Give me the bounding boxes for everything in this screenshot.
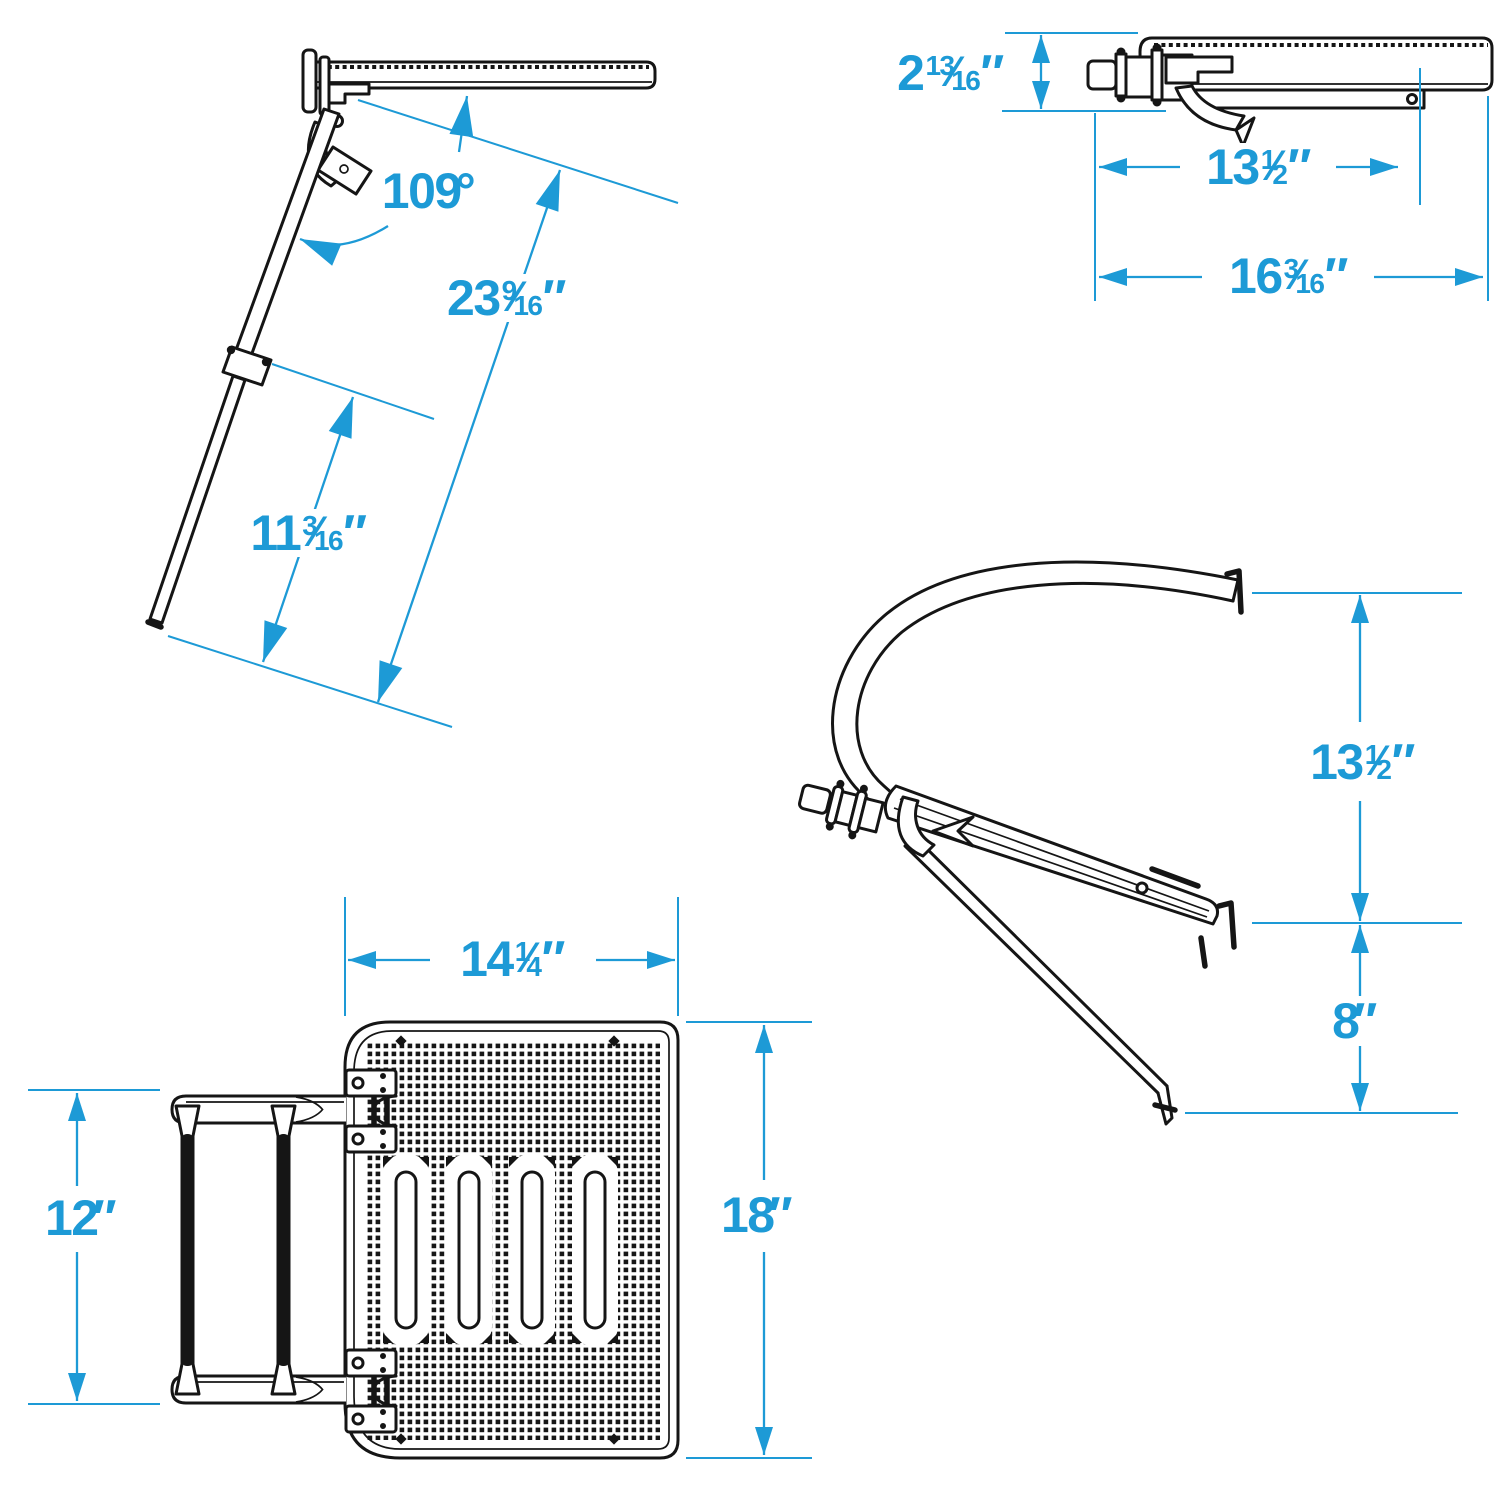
ladder-step-2: [270, 1104, 297, 1396]
arm-tip-hook: [1224, 568, 1244, 615]
dim-label-ladder-width: 12″: [39, 1193, 121, 1243]
extension-line-angle-ray: [357, 99, 679, 204]
view-side-ladder-deployed: [145, 48, 679, 728]
arrow-to-platform: [449, 95, 474, 153]
ladder-lower-tube: [148, 374, 247, 625]
bolt-hole: [1406, 93, 1418, 105]
platform-perspective: [883, 784, 1237, 969]
strut-foot-pin: [1152, 1102, 1178, 1113]
platform-side-profile-folded: [1138, 36, 1494, 92]
transom-mount-bracket: [1086, 43, 1256, 148]
support-strut: [903, 836, 1178, 1126]
ladder-step-1: [174, 1104, 201, 1396]
dim-label-folded-overall-length: 163⁄16″: [1224, 251, 1352, 301]
extension-line-foot: [167, 635, 453, 728]
dim-label-platform-depth: 18″: [715, 1190, 797, 1240]
ladder-leg: [145, 107, 341, 630]
platform-slot-mark: [1149, 866, 1201, 889]
folded-ladder-top-view: [170, 1094, 346, 1405]
dim-label-platform-width: 141⁄4″: [455, 934, 569, 984]
platform-tip-hook: [1216, 900, 1237, 950]
platform-tip-pin: [1198, 935, 1208, 969]
dimension-line-overall-length: [376, 169, 562, 703]
dim-label-folded-platform-length: 131⁄2″: [1201, 142, 1315, 192]
view-top-platform: [28, 897, 812, 1460]
ladder-foot-cap: [145, 619, 164, 630]
view-perspective-mount: [798, 560, 1462, 1126]
dim-label-mount-lower-drop: 8″: [1327, 996, 1381, 1046]
bolt-hole: [1135, 881, 1149, 895]
dim-label-deployed-overall-length: 239⁄16″: [442, 273, 570, 323]
dim-label-folded-height: 213⁄16″: [892, 48, 1008, 98]
hinge-bracket-top: [344, 1068, 398, 1154]
dim-label-deployed-angle: 109°: [376, 166, 480, 216]
fastener-marks: [395, 1035, 620, 1445]
mount-clamp-fitting: [798, 779, 885, 840]
angle-arc: [299, 225, 389, 266]
extension-line-collar: [271, 363, 435, 420]
platform-inner-outline: [353, 1030, 670, 1450]
dim-label-mount-upper-drop: 131⁄2″: [1305, 737, 1419, 787]
mount-c-arm: [831, 560, 1244, 808]
dim-label-deployed-lower-section: 113⁄16″: [245, 508, 371, 558]
hinge-bracket-bottom: [344, 1348, 398, 1434]
drainage-slots: [383, 1155, 618, 1345]
ladder-upper-tube: [234, 107, 341, 358]
view-side-ladder-folded: [1002, 32, 1494, 301]
